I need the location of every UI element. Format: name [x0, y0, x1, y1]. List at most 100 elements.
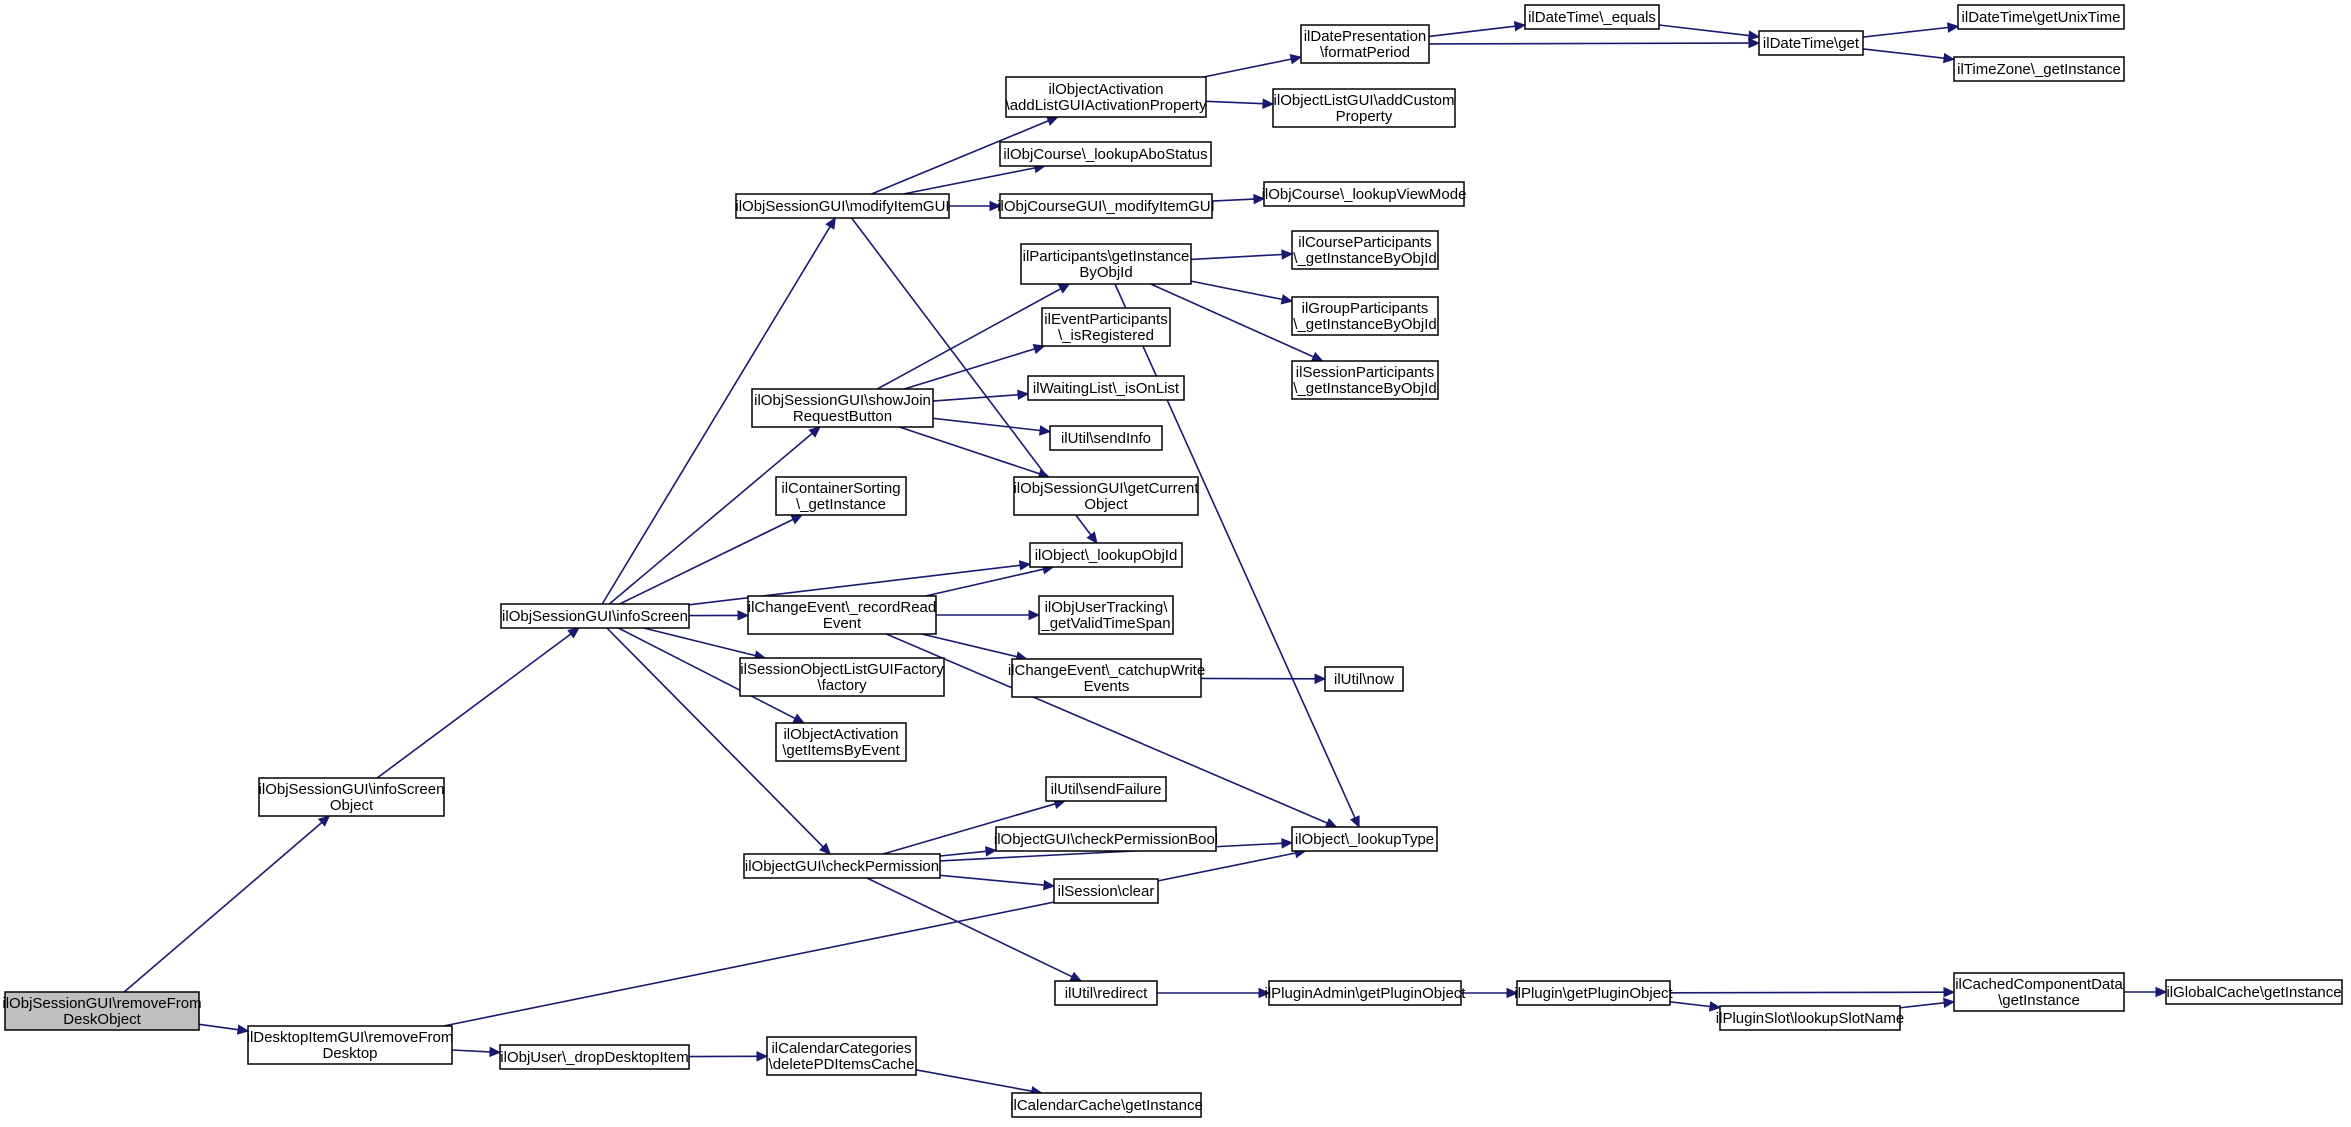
call-edge-addListGUIAct-to-addCustomProperty [1205, 98, 1275, 109]
function-node-dtGet[interactable]: ilDateTime\get [1758, 30, 1864, 56]
arrowhead-icon [1086, 531, 1098, 544]
function-node-checkPermBool[interactable]: ilObjectGUI\checkPermissionBool [994, 826, 1218, 852]
node-label-line: DeskObject [63, 1011, 141, 1028]
node-label-line: ilContainerSorting [781, 480, 900, 497]
edge-line [1428, 42, 1750, 45]
edge-line [1114, 283, 1356, 819]
edge-line [871, 120, 1049, 195]
node-label-line: ilCachedComponentData [1955, 976, 2123, 993]
arrowhead-icon [1057, 283, 1071, 294]
function-node-pluginGet[interactable]: ilPlugin\getPluginObject [1514, 980, 1674, 1006]
node-box [995, 826, 1217, 852]
function-node-calCache[interactable]: ilCalendarCache\getInstance [1010, 1092, 1203, 1118]
function-node-checkPermission[interactable]: ilObjectGUI\checkPermission [743, 853, 941, 879]
arrowhead-icon [790, 514, 804, 525]
function-node-sendInfo[interactable]: ilUtil\sendInfo [1049, 425, 1163, 451]
node-label-line: _getValidTimeSpan [1040, 615, 1170, 632]
node-label-line: \_getInstanceByObjId [1293, 380, 1436, 397]
node-label-line: Property [1336, 108, 1393, 125]
arrowhead-icon [989, 200, 1002, 212]
function-node-calCategories[interactable]: ilCalendarCategories\deletePDItemsCache [766, 1036, 917, 1076]
node-label-line: Object [330, 797, 374, 814]
function-node-sessionParticipants[interactable]: ilSessionParticipants\_getInstanceByObjI… [1291, 360, 1439, 400]
call-edge-calCategories-to-calCache [915, 1069, 1043, 1097]
arrowhead-icon [236, 1024, 250, 1035]
function-node-participants[interactable]: ilParticipants\getInstanceByObjId [1020, 243, 1192, 285]
function-node-userTracking[interactable]: ilObjUserTracking\_getValidTimeSpan [1038, 595, 1174, 635]
function-node-lookupType[interactable]: ilObject\_lookupType [1291, 826, 1438, 852]
node-box [1011, 658, 1202, 698]
arrowhead-icon [1708, 1001, 1722, 1012]
function-node-courseModify[interactable]: ilObjCourseGUI\_modifyItemGUI [997, 193, 1215, 219]
call-edge-dtGet-to-unixTime [1862, 22, 1960, 38]
call-edge-modifyItemGUI-to-courseModify [949, 200, 1002, 212]
node-label-line: \_getInstanceByObjId [1293, 250, 1436, 267]
edge-line [601, 226, 831, 605]
edge-line [1658, 24, 1750, 37]
function-node-datePresentation[interactable]: ilDatePresentation\formatPeriod [1300, 24, 1430, 64]
node-box [1758, 30, 1864, 56]
function-node-sessionClear[interactable]: ilSession\clear [1053, 878, 1159, 904]
node-label-line: ilDateTime\get [1763, 35, 1860, 52]
arrowhead-icon [567, 627, 580, 639]
function-node-infoScreen[interactable]: ilObjSessionGUI\infoScreen [500, 603, 690, 629]
node-label-line: ilSessionObjectListGUIFactory [740, 661, 944, 678]
node-label-line: ilEventParticipants [1044, 311, 1167, 328]
edge-line [866, 877, 1073, 978]
node-label-line: ilObjSessionGUI\removeFrom [2, 995, 201, 1012]
arrowhead-icon [985, 846, 998, 857]
arrowhead-icon [756, 1051, 769, 1062]
function-node-redirect[interactable]: ilUtil\redirect [1054, 980, 1158, 1006]
function-node-addListGUIAct[interactable]: ilObjectActivation\addListGUIActivationP… [1005, 76, 1207, 118]
arrowhead-icon [1262, 98, 1275, 109]
node-box [1291, 826, 1438, 852]
function-node-getItemsByEvent[interactable]: ilObjectActivation\getItemsByEvent [775, 722, 907, 762]
node-box [1272, 88, 1456, 128]
arrowhead-icon [1943, 986, 1956, 998]
node-label-line: ilUtil\now [1334, 671, 1394, 688]
function-node-cachedComponent[interactable]: ilCachedComponentData\getInstance [1953, 972, 2125, 1012]
node-box [1020, 243, 1192, 285]
function-node-pluginSlot[interactable]: ilPluginSlot\lookupSlotName [1716, 1005, 1904, 1031]
arrowhead-icon [1280, 294, 1294, 305]
function-node-utilNow[interactable]: ilUtil\now [1324, 666, 1404, 692]
function-node-unixTime[interactable]: ilDateTime\getUnixTime [1957, 4, 2125, 30]
function-node-pluginAdmin[interactable]: ilPluginAdmin\getPluginObject [1265, 980, 1467, 1006]
function-node-eventParticipants[interactable]: ilEventParticipants\_isRegistered [1041, 307, 1171, 347]
edge-line [915, 1069, 1032, 1092]
function-node-dtEquals[interactable]: ilDateTime\_equals [1524, 4, 1660, 30]
node-box [1029, 542, 1183, 568]
function-node-containerSorting[interactable]: ilContainerSorting\_getInstance [775, 476, 907, 516]
edge-line [904, 348, 1035, 390]
function-node-tzInstance[interactable]: ilTimeZone\_getInstance [1953, 56, 2125, 82]
function-node-globalCache[interactable]: ilGlobalCache\getInstance [2165, 979, 2343, 1005]
node-label-line: ilObjectActivation [1048, 81, 1163, 98]
arrowhead-icon [1039, 425, 1052, 436]
function-node-modifyItemGUI[interactable]: ilObjSessionGUI\modifyItemGUI [735, 193, 950, 219]
call-edge-showJoin-to-sendInfo [932, 417, 1052, 436]
function-node-lookupViewMode[interactable]: ilObjCourse\_lookupViewMode [1262, 181, 1467, 207]
function-node-courseParticipants[interactable]: ilCourseParticipants\_getInstanceByObjId [1291, 230, 1439, 270]
node-label-line: ilCourseParticipants [1298, 234, 1431, 251]
node-box [775, 476, 907, 516]
function-node-waitingList[interactable]: ilWaitingList\_isOnList [1027, 375, 1185, 401]
function-node-groupParticipants[interactable]: ilGroupParticipants\_getInstanceByObjId [1291, 296, 1439, 336]
function-node-sessionListFactory[interactable]: ilSessionObjectListGUIFactory\factory [739, 657, 945, 697]
edge-line [123, 821, 323, 993]
function-node-dropDesktop[interactable]: ilObjUser\_dropDesktopItem [499, 1044, 690, 1070]
function-node-sendFailure[interactable]: ilUtil\sendFailure [1045, 776, 1167, 802]
call-edge-pluginGet-to-pluginSlot [1669, 1001, 1722, 1012]
function-node-lookupObjId[interactable]: ilObject\_lookupObjId [1029, 542, 1183, 568]
function-node-lookupAboStatus[interactable]: ilObjCourse\_lookupAboStatus [999, 141, 1212, 167]
node-box [1045, 776, 1167, 802]
node-label-line: \formatPeriod [1320, 44, 1410, 61]
node-box [1054, 980, 1158, 1006]
